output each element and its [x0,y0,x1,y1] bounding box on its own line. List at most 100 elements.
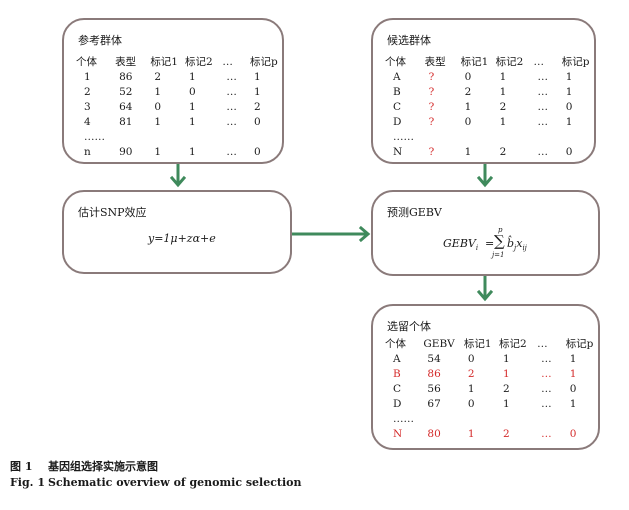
table-cell: 1 [254,85,261,98]
table-cell: 2 [464,85,472,98]
table-cell: 2 [503,427,510,440]
table-cell: 0 [467,397,475,410]
table-cell: 56 [427,382,441,395]
sum-upper-limit: p [498,226,503,234]
column-header: 标记1 [150,56,178,68]
table-cell: 1 [503,352,510,365]
table-row: …… [76,129,282,144]
snp-effect-title: 估计SNP效应 [78,206,147,219]
table-cell: 4 [84,115,91,128]
table-cell: 86 [427,367,441,380]
table-cell: 2 [254,100,261,113]
table-cell: A [393,70,401,83]
table-cell: … [226,70,237,83]
table-cell: 52 [119,85,133,98]
column-header: 个体 [385,56,406,68]
table-cell: 0 [188,85,196,98]
table-cell: … [537,115,548,128]
column-header: 标记1 [460,56,489,68]
figure-number-en: Fig. 1 [10,476,45,489]
table-cell: … [541,427,552,440]
table-cell: 1 [569,397,577,410]
table-cell [562,129,594,144]
table-cell: … [226,145,237,158]
column-header: … [222,55,233,68]
table-cell: 1 [499,70,507,83]
arrow-gebv-to-selected [477,276,493,302]
table-cell: … [541,367,552,380]
table-cell: 1 [565,85,573,98]
table-cell: 0 [569,382,577,395]
column-header: 标记p [250,56,278,68]
table-cell: 1 [464,100,472,113]
table-cell [499,411,537,426]
column-header: 个体 [385,338,406,350]
table-cell: 2 [154,70,161,83]
table-cell: 1 [254,70,261,83]
table-cell: 1 [154,145,161,158]
table-cell: 1 [188,70,196,83]
table-cell: … [226,115,237,128]
column-header: 标记p [561,56,590,68]
table-cell: … [226,85,237,98]
table-cell: … [537,145,548,158]
table-cell: A [393,352,401,365]
table-cell [150,129,185,144]
snp-effect-box: 估计SNP效应 y=1μ+zα+e [62,190,292,274]
table-cell: ? [428,100,435,113]
table-cell: ? [428,85,435,98]
column-header: 表型 [424,56,446,68]
figure-title-en: Schematic overview of genomic selection [48,476,302,489]
table-row: …… [385,411,598,426]
column-header: GEBV [423,337,455,350]
column-header: 个体 [76,56,97,68]
table-cell: B [393,85,401,98]
table-cell [222,129,250,144]
table-cell: ? [428,145,435,158]
snp-model-formula: y=1μ+zα+e [148,232,216,245]
table-cell: …… [393,130,414,143]
table-cell: 1 [503,397,510,410]
table-cell: 2 [503,382,510,395]
table-cell: 0 [254,115,261,128]
sum-sign: ∑ [494,232,505,250]
table-cell: C [393,100,402,113]
table-cell: 1 [499,115,507,128]
table-cell: …… [84,130,105,143]
table-cell [250,129,282,144]
table-cell: 90 [119,145,133,158]
table-cell: … [541,382,552,395]
column-header: 标记1 [463,338,492,350]
gebv-prediction-box: 预测GEBV GEBVi = p ∑ j=1 b̂jxij [371,190,600,276]
table-cell [464,411,499,426]
table-cell: 1 [154,115,161,128]
table-cell: 1 [188,115,196,128]
table-cell: 1 [84,70,91,83]
gebv-formula-term: b̂jxij [507,237,527,253]
table-cell: 80 [427,427,441,440]
table-cell: 0 [565,145,573,158]
table-row: …… [385,129,594,144]
gebv-formula-lhs: GEBVi [443,237,479,253]
table-cell: 64 [119,100,133,113]
table-cell: 0 [254,145,261,158]
table-cell: …… [393,412,414,425]
table-cell: 0 [154,100,161,113]
table-cell [566,411,598,426]
reference-population-title: 参考群体 [78,34,122,47]
table-cell: D [393,397,402,410]
table-cell: 1 [467,427,475,440]
